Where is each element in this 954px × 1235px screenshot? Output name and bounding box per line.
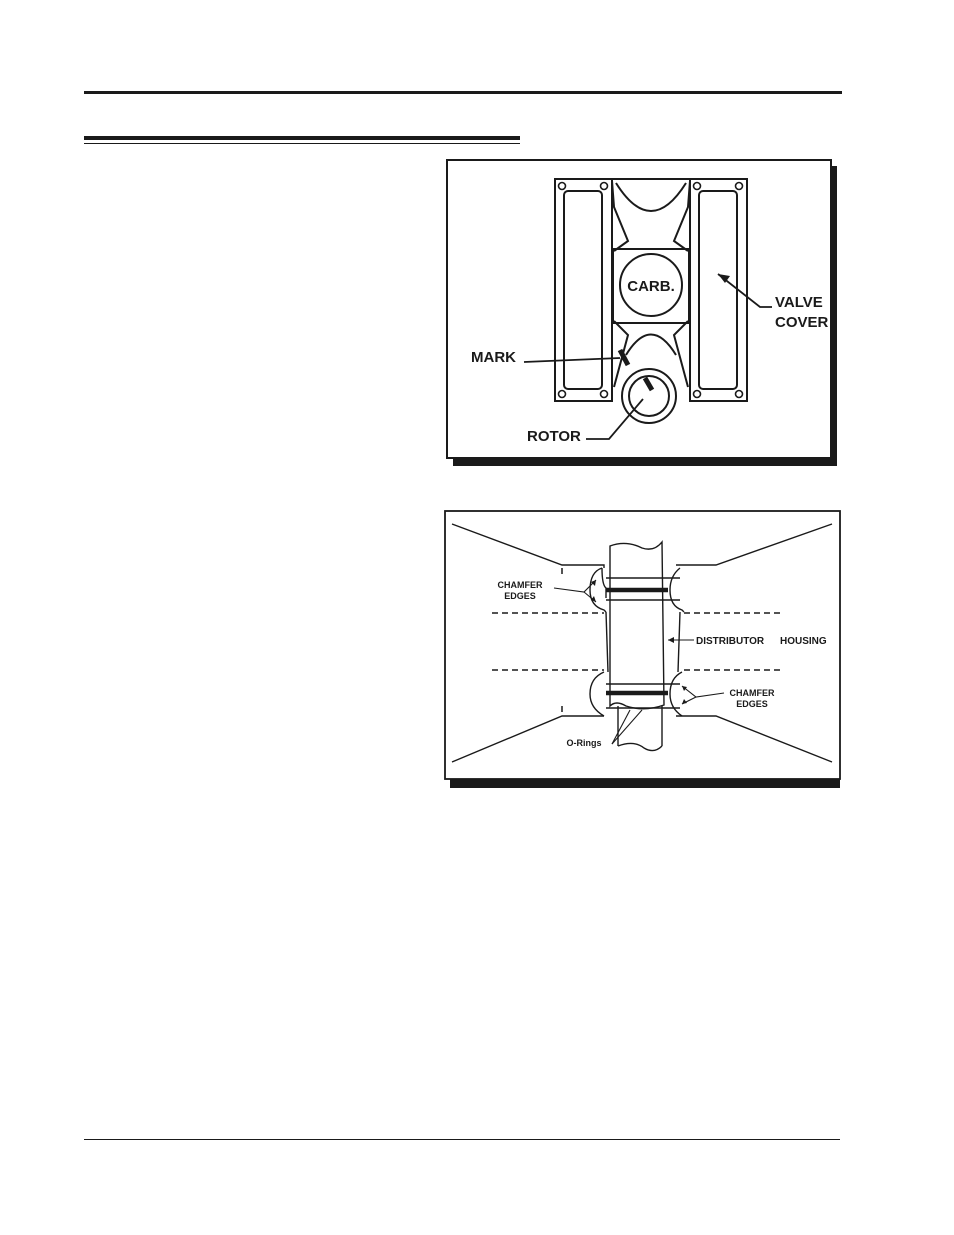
label-carb: CARB. bbox=[627, 278, 675, 295]
label-valve-cover-2: COVER bbox=[775, 314, 829, 331]
header-rule bbox=[84, 91, 842, 94]
label-chamfer-right-2: EDGES bbox=[736, 699, 768, 709]
section-rule-thick bbox=[84, 136, 520, 140]
label-housing: HOUSING bbox=[780, 636, 827, 647]
figure-engine-top-view: CARB. VALVE COVER MARK ROTOR bbox=[446, 159, 840, 467]
figure-distributor-orings: CHAMFER EDGES DISTRIBUTOR HOUSING CHAMFE… bbox=[444, 510, 842, 790]
label-chamfer-left-2: EDGES bbox=[504, 591, 536, 601]
label-mark: MARK bbox=[471, 349, 516, 366]
distributor-cross-section: CHAMFER EDGES DISTRIBUTOR HOUSING CHAMFE… bbox=[444, 510, 842, 790]
footer-rule bbox=[84, 1139, 840, 1140]
label-distributor: DISTRIBUTOR bbox=[696, 636, 765, 647]
section-rule-thin bbox=[84, 143, 520, 144]
engine-top-view-illustration: CARB. VALVE COVER MARK ROTOR bbox=[446, 159, 840, 467]
label-chamfer-right-1: CHAMFER bbox=[730, 688, 775, 698]
label-rotor: ROTOR bbox=[527, 428, 581, 445]
label-valve-cover-1: VALVE bbox=[775, 294, 823, 311]
label-chamfer-left-1: CHAMFER bbox=[498, 580, 543, 590]
label-o-rings: O-Rings bbox=[567, 738, 602, 748]
